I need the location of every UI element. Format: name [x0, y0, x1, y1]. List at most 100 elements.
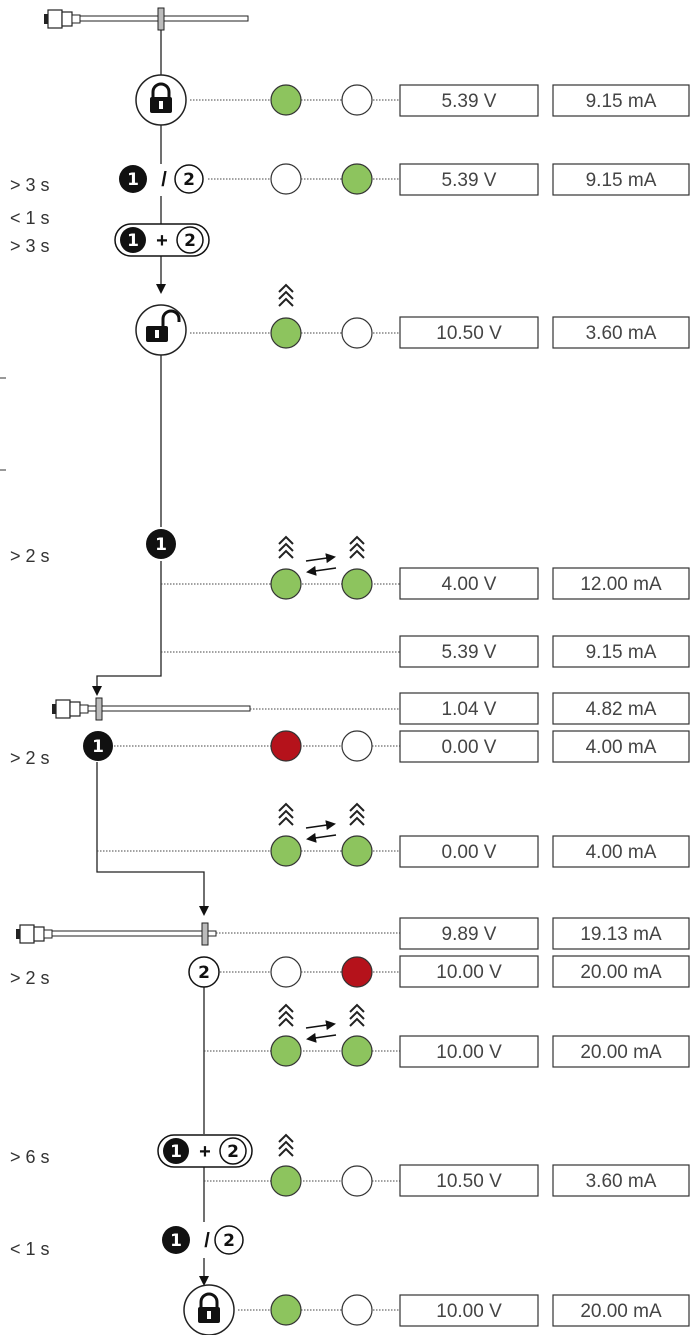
- led-off: [341, 730, 373, 762]
- button-two-label: 2: [184, 231, 196, 251]
- led-off: [341, 1165, 373, 1197]
- time-label: < 1 s: [10, 208, 50, 228]
- led-off: [341, 84, 373, 116]
- voltage-value: 0.00 V: [442, 842, 497, 863]
- led-green: [341, 835, 373, 867]
- voltage-value: 1.04 V: [442, 699, 497, 720]
- alternate-arrows-icon: [305, 553, 337, 576]
- value-row: 1.04 V 4.82 mA: [399, 692, 690, 725]
- led-green: [270, 568, 302, 600]
- time-label: > 3 s: [10, 236, 50, 256]
- lock-icon: [135, 74, 187, 126]
- led-green: [270, 317, 302, 349]
- blink-chevron-icon: [278, 802, 294, 826]
- voltage-value: 5.39 V: [442, 642, 497, 663]
- button-one-label: 1: [92, 737, 104, 757]
- led-green: [270, 84, 302, 116]
- dotted-connectors: [97, 99, 400, 1311]
- slash-label: /: [161, 169, 167, 191]
- blink-chevron-icon: [349, 535, 365, 559]
- current-value: 3.60 mA: [586, 323, 657, 344]
- voltage-value: 4.00 V: [442, 574, 497, 595]
- lock-icon: [183, 1284, 235, 1335]
- alternate-arrows-icon: [305, 820, 337, 843]
- alternate-arrows-icon: [305, 1020, 337, 1043]
- value-row: 10.00 V 20.00 mA: [399, 1035, 690, 1068]
- sensor-probe-icon: [52, 697, 251, 721]
- sensor-probe-icon: [16, 922, 217, 946]
- voltage-value: 9.89 V: [442, 924, 497, 945]
- led-red: [341, 956, 373, 988]
- led-green: [270, 1294, 302, 1326]
- voltage-value: 5.39 V: [442, 170, 497, 191]
- button-one-label: 1: [170, 1231, 182, 1251]
- blink-chevron-icon: [278, 1133, 294, 1157]
- led-red: [270, 730, 302, 762]
- time-label: > 6 s: [10, 1147, 50, 1167]
- current-value: 3.60 mA: [586, 1171, 657, 1192]
- led-green: [270, 835, 302, 867]
- button-1-plus-2-symbol: 1 + 2: [114, 223, 210, 257]
- voltage-value: 10.50 V: [436, 323, 502, 344]
- voltage-value: 10.00 V: [436, 962, 502, 983]
- time-label: < 1 s: [10, 1239, 50, 1259]
- button-two-label: 2: [183, 170, 195, 190]
- button-one-label: 1: [170, 1142, 182, 1162]
- led-green: [270, 1035, 302, 1067]
- button-1-or-2-symbol: 1 / 2: [119, 164, 204, 194]
- current-value: 9.15 mA: [586, 91, 657, 112]
- button-one-label: 1: [127, 231, 139, 251]
- value-row: 10.00 V 20.00 mA: [399, 955, 690, 988]
- time-labels: > 3 s < 1 s > 3 s > 2 s > 2 s > 2 s > 6 …: [10, 175, 50, 1259]
- blink-chevron-icon: [278, 1003, 294, 1027]
- value-row: 9.89 V 19.13 mA: [399, 917, 690, 950]
- voltage-value: 5.39 V: [442, 91, 497, 112]
- led-off: [341, 1294, 373, 1326]
- led-off: [341, 317, 373, 349]
- blink-chevron-icon: [278, 283, 294, 307]
- button-1-symbol: 1: [146, 529, 176, 559]
- current-value: 4.82 mA: [586, 699, 657, 720]
- current-value: 20.00 mA: [580, 1301, 662, 1322]
- current-value: 19.13 mA: [580, 924, 662, 945]
- button-1-plus-2-symbol: 1 + 2: [157, 1134, 253, 1168]
- value-boxes: 5.39 V 9.15 mA 5.39 V 9.15 mA 10.50 V 3.…: [399, 84, 690, 1327]
- value-row: 10.50 V 3.60 mA: [399, 316, 690, 349]
- time-label: > 2 s: [10, 748, 50, 768]
- value-row: 5.39 V 9.15 mA: [399, 84, 690, 117]
- current-value: 9.15 mA: [586, 642, 657, 663]
- slash-label: /: [204, 1230, 210, 1252]
- sensor-probe-icon: [44, 7, 249, 31]
- value-row: 10.00 V 20.00 mA: [399, 1294, 690, 1327]
- plus-label: +: [199, 1141, 211, 1163]
- button-two-label: 2: [227, 1142, 239, 1162]
- value-row: 0.00 V 4.00 mA: [399, 835, 690, 868]
- led-off: [270, 956, 302, 988]
- led-off: [270, 163, 302, 195]
- current-value: 4.00 mA: [586, 737, 657, 758]
- led-indicators: [270, 84, 373, 1326]
- flow-lines: [92, 30, 209, 1286]
- blink-chevron-icon: [278, 535, 294, 559]
- current-value: 4.00 mA: [586, 842, 657, 863]
- button-1-or-2-symbol: 1 / 2: [162, 1225, 244, 1255]
- button-two-label: 2: [223, 1231, 235, 1251]
- value-row: 5.39 V 9.15 mA: [399, 635, 690, 668]
- blink-chevron-icon: [349, 802, 365, 826]
- plus-label: +: [156, 230, 168, 252]
- button-1-symbol: 1: [83, 731, 113, 761]
- voltage-value: 10.50 V: [436, 1171, 502, 1192]
- value-row: 0.00 V 4.00 mA: [399, 730, 690, 763]
- value-row: 10.50 V 3.60 mA: [399, 1164, 690, 1197]
- voltage-value: 10.00 V: [436, 1042, 502, 1063]
- current-value: 20.00 mA: [580, 1042, 662, 1063]
- button-2-symbol: 2: [188, 956, 220, 988]
- led-green: [270, 1165, 302, 1197]
- button-two-label: 2: [198, 963, 210, 983]
- current-value: 9.15 mA: [586, 170, 657, 191]
- value-row: 5.39 V 9.15 mA: [399, 163, 690, 196]
- voltage-value: 0.00 V: [442, 737, 497, 758]
- time-label: > 3 s: [10, 175, 50, 195]
- led-green: [341, 1035, 373, 1067]
